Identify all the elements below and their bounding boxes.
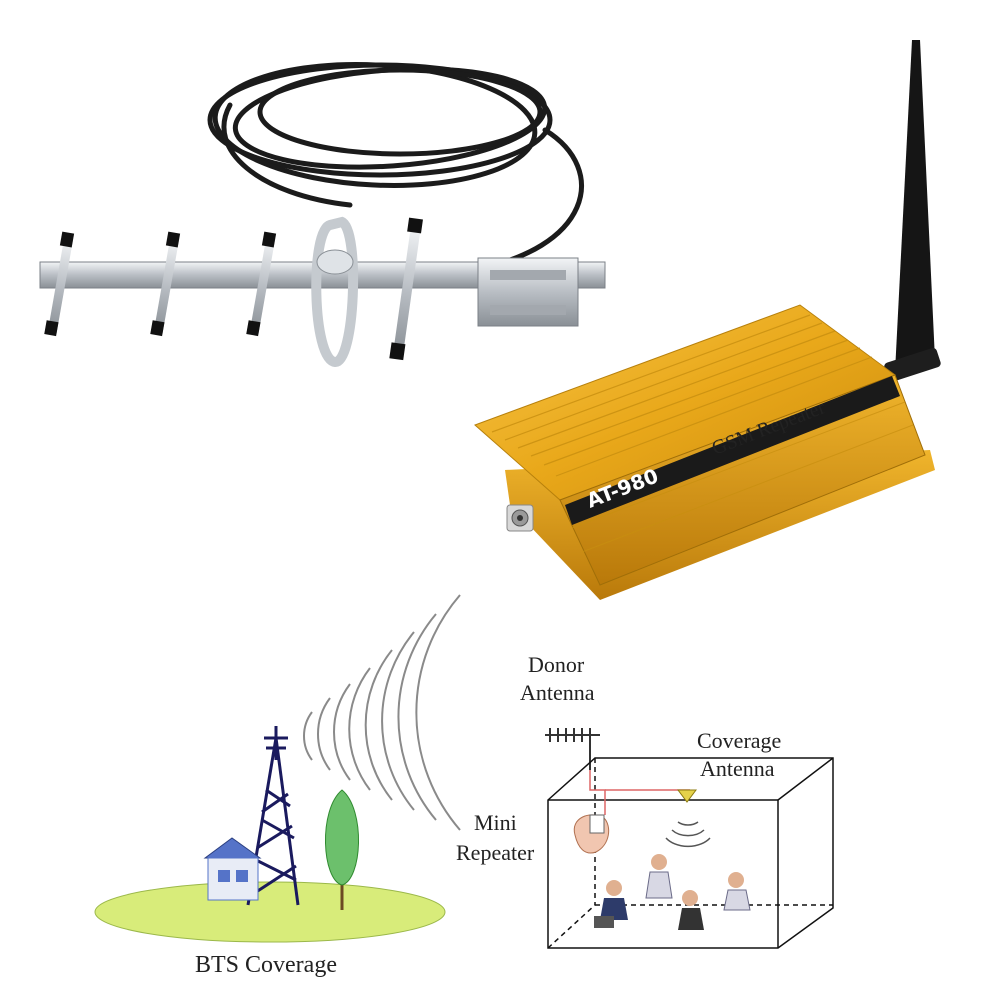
coverage-diagram: Donor Antenna Coverage Antenna Mini Repe… (94, 594, 834, 978)
coverage-label-line2: Antenna (700, 756, 775, 781)
tree-icon (325, 789, 359, 910)
signal-arcs (303, 594, 461, 831)
donor-label-line2: Antenna (520, 680, 595, 705)
dipole-loop (311, 216, 359, 367)
gsm-repeater-device: GSM Repeater AT-980 (474, 40, 941, 600)
mini-repeater-icon (573, 814, 610, 854)
mini-label-line1: Mini (474, 810, 517, 835)
whip-antenna (895, 40, 935, 372)
people-icons (594, 854, 751, 930)
coverage-antenna-icon (665, 789, 711, 848)
label-banner (565, 376, 900, 525)
house-icon (203, 837, 262, 901)
donor-antenna-icon (545, 728, 600, 770)
yagi-antenna (39, 61, 606, 367)
repeater-front-face (559, 374, 926, 586)
mount-bracket (477, 257, 579, 327)
bts-coverage-label: BTS Coverage (195, 952, 337, 978)
n-connector (506, 504, 534, 532)
ground-ellipse (94, 881, 446, 943)
antenna-elements (44, 217, 423, 361)
mini-label-line2: Repeater (456, 840, 535, 865)
coverage-label-line1: Coverage (697, 728, 781, 753)
donor-label-line1: Donor (528, 652, 585, 677)
